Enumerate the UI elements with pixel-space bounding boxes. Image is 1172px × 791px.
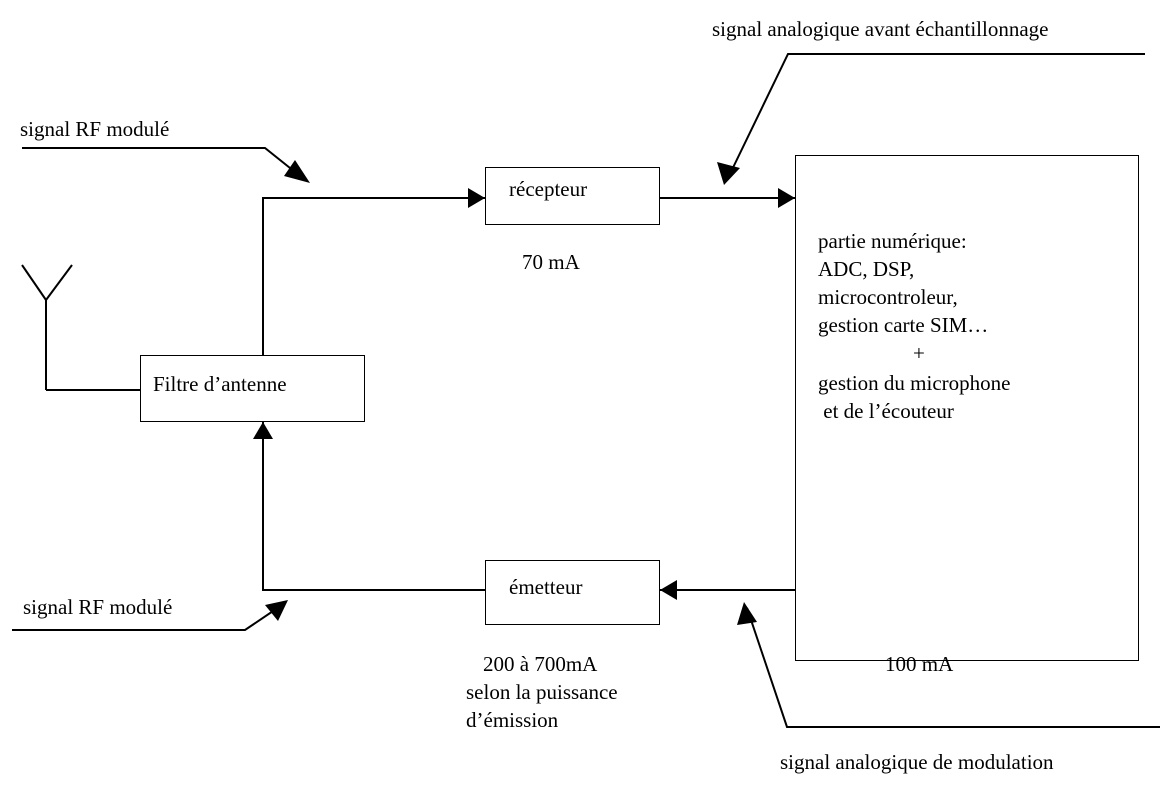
- rf-in-label: signal RF modulé: [20, 117, 170, 141]
- transmitter-label: émetteur: [509, 575, 583, 599]
- digital-current-label: 100 mA: [885, 652, 954, 676]
- rf-out-label: signal RF modulé: [23, 595, 173, 619]
- receiver-label: récepteur: [509, 177, 588, 201]
- digital-line-3: microcontroleur,: [818, 285, 958, 309]
- antenna-icon: [21, 264, 140, 391]
- leader-rf-out: [12, 604, 283, 631]
- transmitter-input-arrowhead: [660, 580, 677, 600]
- digital-line-7: et de l’écouteur: [818, 399, 954, 423]
- transmitter-current-line-2: selon la puissance: [466, 680, 618, 704]
- leader-analog-before-sampling: [727, 53, 1145, 179]
- filter-input-arrowhead: [253, 422, 273, 439]
- leader-rf-out-arrowhead: [265, 600, 288, 621]
- leader-analog-modulation-arrowhead: [737, 602, 757, 625]
- digital-section-block: partie numérique: ADC, DSP, microcontrol…: [795, 155, 1139, 661]
- analog-before-sampling-label: signal analogique avant échantillonnage: [712, 17, 1049, 41]
- leader-analog-before-sampling-arrowhead: [717, 162, 740, 185]
- receiver-current-label: 70 mA: [522, 250, 580, 274]
- antenna-filter-block: Filtre d’antenne: [140, 355, 365, 422]
- leader-rf-in: [22, 147, 306, 181]
- leader-analog-modulation: [746, 607, 1160, 728]
- digital-line-2: ADC, DSP,: [818, 257, 915, 281]
- transmitter-current-line-1: 200 à 700mA: [483, 652, 598, 676]
- digital-input-arrowhead: [778, 188, 795, 208]
- digital-line-4: gestion carte SIM…: [818, 313, 989, 337]
- antenna-filter-label: Filtre d’antenne: [153, 372, 287, 396]
- wire-filter-to-receiver: [262, 197, 485, 355]
- transmitter-block: émetteur: [485, 560, 660, 625]
- leader-rf-in-arrowhead: [284, 160, 310, 183]
- analog-modulation-label: signal analogique de modulation: [780, 750, 1054, 774]
- transmitter-current-line-3: d’émission: [466, 708, 559, 732]
- digital-line-1: partie numérique:: [818, 229, 967, 253]
- receiver-input-arrowhead: [468, 188, 485, 208]
- receiver-block: récepteur: [485, 167, 660, 225]
- wire-transmitter-to-filter: [262, 422, 485, 591]
- digital-line-5: +: [913, 341, 925, 365]
- digital-line-6: gestion du microphone: [818, 371, 1011, 395]
